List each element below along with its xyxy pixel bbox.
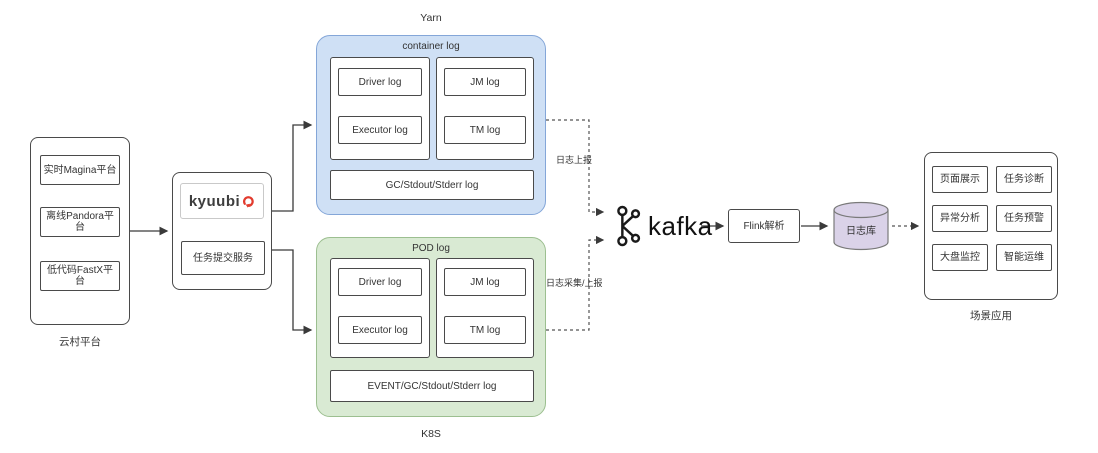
node-k8s-driver-log: Driver log [338,268,422,296]
node-submit-service: 任务提交服务 [181,241,265,275]
node-k8s-event-gc-stdout-stderr-log: EVENT/GC/Stdout/Stderr log [330,370,534,402]
node-yarn-driver-log: Driver log [338,68,422,96]
kafka-logo-icon [612,202,644,250]
log-store-label: 日志库 [846,226,876,237]
flow-label-k8s-to-kafka: 日志采集/上报 [546,278,603,288]
node-fastx-platform: 低代码FastX平台 [40,261,120,291]
database-cylinder-icon [833,201,889,251]
node-flink-parse: Flink解析 [728,209,800,243]
log-store-node: 日志库 [832,200,890,252]
cloud-platform-label: 云村平台 [59,336,101,348]
arrow-kyuubi-to-yarn [272,120,313,212]
node-yarn-executor-log: Executor log [338,116,422,144]
scenario-apps-label: 场景应用 [970,310,1012,322]
flow-label-yarn-to-kafka: 日志上报 [556,155,593,165]
dashed-yarn-to-kafka [546,119,605,217]
kyuubi-swoosh-icon [242,195,255,208]
kyuubi-wordmark: kyuubi [188,192,241,210]
k8s-group-title: POD log [412,243,450,254]
yarn-env-label: Yarn [420,12,442,24]
kafka-wordmark: kafka [648,211,713,241]
node-pandora-platform: 离线Pandora平台 [40,207,120,237]
node-k8s-tm-log: TM log [444,316,526,344]
node-k8s-jm-log: JM log [444,268,526,296]
node-yarn-gc-stdout-stderr-log: GC/Stdout/Stderr log [330,170,534,200]
arrow-kyuubi-to-k8s [272,249,313,335]
node-page-display: 页面展示 [932,166,988,193]
kafka-node: kafka [612,202,713,250]
node-k8s-executor-log: Executor log [338,316,422,344]
node-magina-platform: 实时Magina平台 [40,155,120,185]
node-yarn-jm-log: JM log [444,68,526,96]
k8s-env-label: K8S [421,428,441,440]
node-anomaly-analysis: 异常分析 [932,205,988,232]
node-yarn-tm-log: TM log [444,116,526,144]
node-dashboard-monitor: 大盘监控 [932,244,988,271]
yarn-group-title: container log [402,41,460,52]
kyuubi-logo: kyuubi [180,183,264,219]
node-intelligent-ops: 智能运维 [996,244,1052,271]
node-task-alert: 任务预警 [996,205,1052,232]
node-task-diagnosis: 任务诊断 [996,166,1052,193]
